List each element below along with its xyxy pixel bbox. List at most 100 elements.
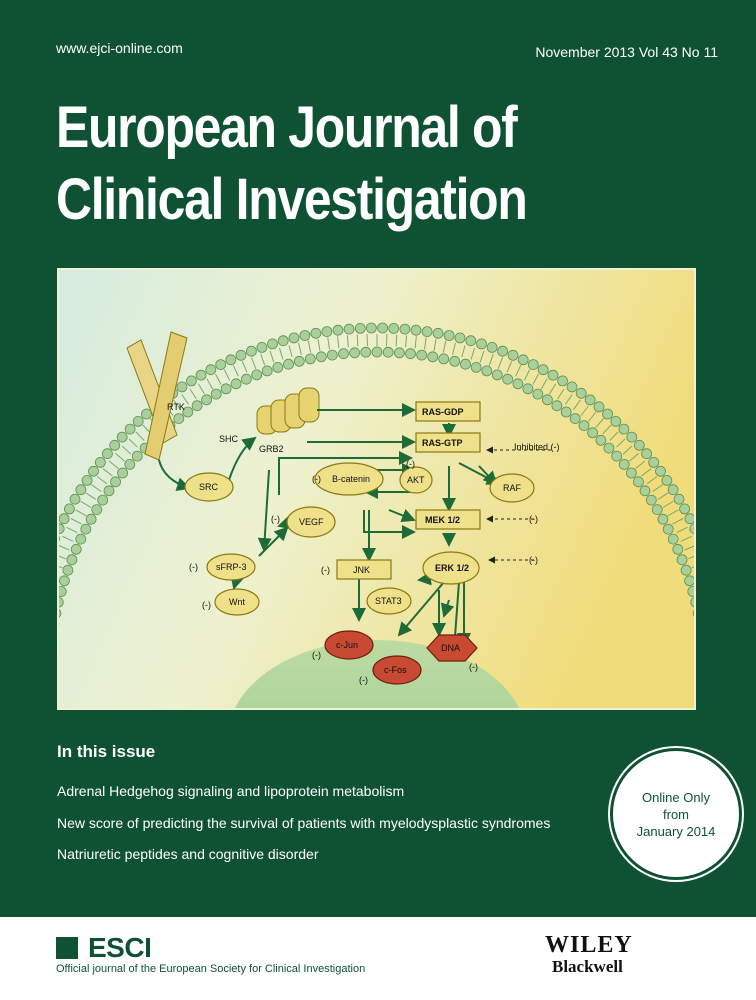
membrane-bead — [371, 346, 383, 358]
membrane-tail — [59, 555, 66, 560]
membrane-bead — [66, 554, 78, 566]
membrane-bead — [201, 394, 213, 406]
membrane-bead — [502, 373, 514, 385]
membrane-tail — [298, 342, 302, 355]
membrane-bead — [267, 338, 278, 350]
membrane-bead — [310, 327, 322, 339]
membrane-bead — [648, 456, 660, 468]
minus-jnk: (-) — [321, 565, 330, 575]
journal-title-line2: Clinical Investigation — [56, 167, 528, 232]
membrane-tail — [102, 468, 113, 477]
membrane-tail — [506, 361, 513, 373]
membrane-tail — [70, 518, 82, 525]
membrane-tail — [223, 369, 231, 381]
membrane-tail — [241, 361, 248, 373]
membrane-tail — [688, 556, 694, 560]
toc-item-1[interactable]: Adrenal Hedgehog signaling and lipoprote… — [57, 783, 405, 799]
membrane-bead — [131, 450, 143, 462]
journal-url[interactable]: www.ejci-online.com — [56, 40, 183, 56]
membrane-bead — [75, 484, 87, 496]
membrane-tail — [96, 476, 108, 485]
minus-mek: (-) — [529, 514, 538, 524]
membrane-bead — [332, 324, 344, 336]
membrane-bead — [326, 349, 338, 361]
membrane-tail — [405, 335, 408, 348]
label-src: SRC — [199, 482, 219, 492]
membrane-bead — [124, 458, 136, 470]
membrane-bead — [551, 400, 563, 412]
membrane-tail — [288, 345, 293, 358]
membrane-tail — [356, 334, 359, 347]
membrane-bead — [633, 476, 644, 488]
membrane-bead — [507, 349, 519, 361]
membrane-tail — [565, 394, 573, 405]
membrane-bead — [410, 324, 422, 336]
in-this-issue-heading: In this issue — [57, 742, 156, 761]
membrane-bead — [603, 442, 615, 454]
membrane-bead — [256, 342, 268, 353]
minus-b-catenin: (-) — [312, 474, 321, 484]
membrane-bead — [575, 387, 587, 399]
membrane-tail — [66, 526, 78, 534]
membrane-tail — [135, 431, 145, 441]
membrane-bead — [537, 364, 549, 376]
online-only-badge: Online Only from January 2014 — [610, 748, 742, 880]
membrane-bead — [382, 346, 394, 358]
toc-item-2[interactable]: New score of predicting the survival of … — [57, 815, 551, 831]
label-rtk: RTK — [167, 402, 185, 412]
membrane-bead — [215, 359, 227, 370]
membrane-bead — [618, 458, 630, 470]
membrane-bead — [680, 564, 692, 576]
membrane-tail — [85, 492, 97, 500]
membrane-tail — [269, 350, 275, 363]
membrane-tail — [461, 345, 466, 358]
membrane-bead — [476, 338, 487, 350]
membrane-bead — [421, 326, 433, 337]
membrane-bead — [225, 354, 237, 366]
membrane-bead — [679, 503, 690, 515]
membrane-tail — [557, 388, 565, 400]
membrane-tail — [433, 339, 437, 351]
membrane-bead — [251, 369, 263, 381]
membrane-bead — [687, 586, 694, 597]
membrane-tail — [232, 365, 239, 377]
membrane-bead — [405, 348, 416, 360]
toc-item-3[interactable]: Natriuretic peptides and cognitive disor… — [57, 846, 319, 862]
membrane-bead — [692, 609, 694, 617]
membrane-tail — [532, 373, 539, 385]
label-ras-gtp: RAS-GTP — [422, 438, 463, 448]
membrane-bead — [684, 513, 694, 525]
membrane-tail — [572, 399, 581, 411]
membrane-bead — [59, 596, 64, 608]
membrane-tail — [424, 337, 427, 350]
membrane-bead — [283, 358, 294, 370]
membrane-bead — [343, 323, 355, 335]
membrane-bead — [205, 364, 217, 376]
label-c-fos: c-Fos — [384, 665, 407, 675]
membrane-bead — [59, 575, 70, 587]
membrane-bead — [185, 375, 197, 387]
membrane-tail — [181, 394, 189, 405]
minus-vegf: (-) — [271, 514, 280, 524]
membrane-tail — [646, 476, 658, 485]
membrane-bead — [610, 415, 622, 427]
membrane-tail — [549, 383, 557, 395]
membrane-bead — [304, 353, 316, 365]
membrane-bead — [75, 533, 87, 545]
label-mek: MEK 1/2 — [425, 515, 460, 525]
membrane-tail — [414, 336, 417, 349]
membrane-tail — [470, 347, 475, 360]
membrane-bead — [124, 423, 136, 435]
membrane-bead — [432, 327, 444, 339]
membrane-bead — [584, 394, 596, 406]
membrane-tail — [662, 500, 674, 508]
label-shc: SHC — [219, 434, 239, 444]
membrane-bead — [176, 381, 188, 393]
nucleus-node-shapes — [324, 630, 478, 685]
minus-wnt: (-) — [202, 600, 211, 610]
membrane-tail — [215, 373, 222, 385]
membrane-tail — [121, 445, 132, 455]
membrane-bead — [672, 543, 684, 555]
membrane-bead — [587, 427, 598, 439]
membrane-bead — [59, 535, 60, 542]
